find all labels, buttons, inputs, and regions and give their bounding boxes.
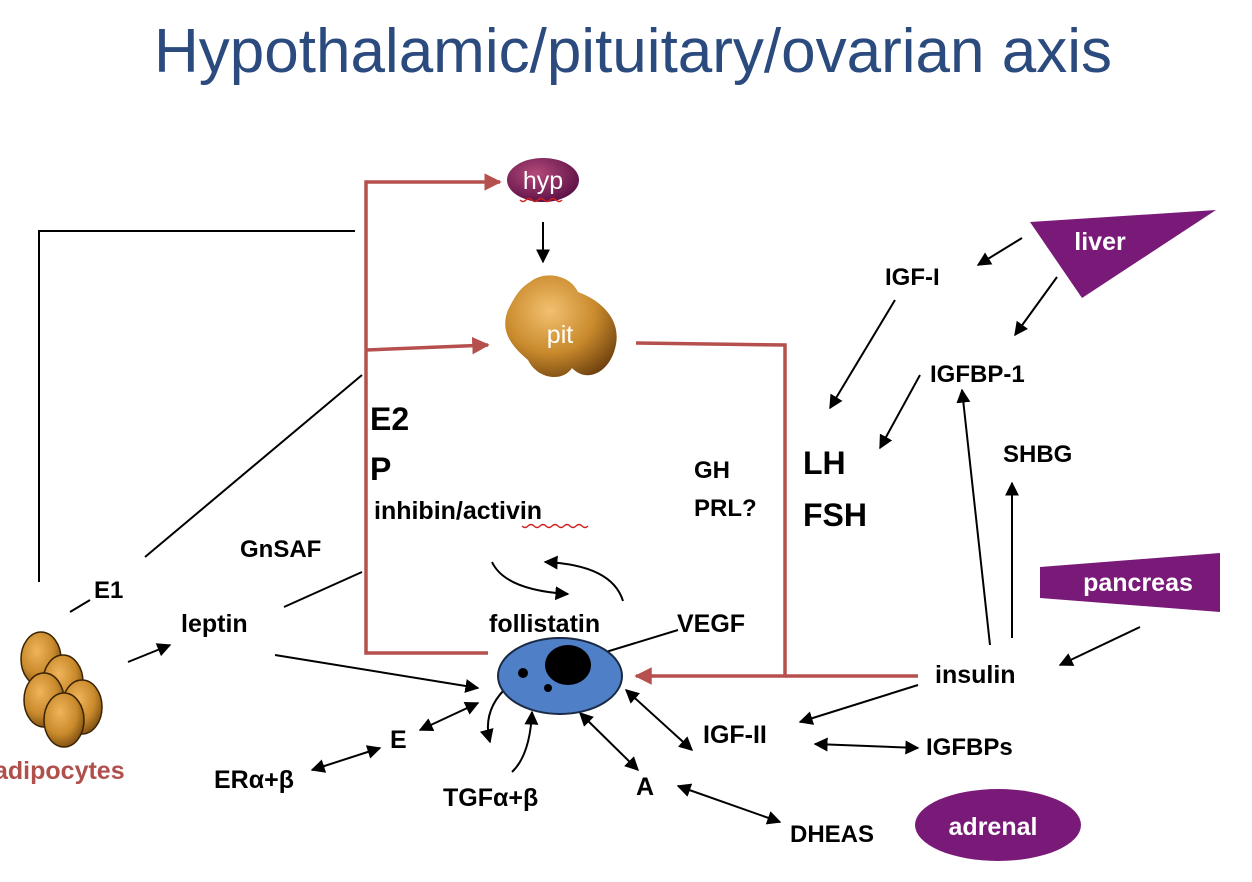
feedback-to-hyp-arrow <box>364 173 502 655</box>
e1-feedback-line <box>144 374 363 558</box>
igf2-igfbps-arrow <box>813 737 920 755</box>
igfbp1-label: IGFBP-1 <box>930 361 1025 388</box>
liver-to-igfbp1-arrow <box>1014 276 1058 337</box>
igfbps-label: IGFBPs <box>926 734 1013 761</box>
adipocyte-feedback-line <box>38 230 355 582</box>
pituitary-label: pit <box>547 321 573 349</box>
spellcheck-underline <box>521 523 589 529</box>
pituitary: pit <box>505 275 617 378</box>
liver-label: liver <box>1074 228 1126 256</box>
pituitary-shape <box>505 275 617 378</box>
adrenal: adrenal <box>915 789 1081 861</box>
igf2-label: IGF-II <box>703 721 767 749</box>
e1-label: E1 <box>94 577 123 604</box>
liver: liver <box>1030 210 1216 298</box>
dheas-label: DHEAS <box>790 821 874 848</box>
follicle-a-arrow <box>579 712 639 771</box>
follistatin-label: follistatin <box>489 610 600 638</box>
shbg-label: SHBG <box>1003 441 1072 468</box>
a-dheas-arrow <box>676 783 782 825</box>
vegf-label: VEGF <box>677 610 745 638</box>
prl-label: PRL? <box>694 495 757 522</box>
feedback-to-pit-arrow <box>365 336 490 355</box>
follicle-granule <box>544 684 552 692</box>
leptin-label: leptin <box>181 610 248 638</box>
follicle <box>497 637 623 715</box>
pancreas-shape <box>1040 553 1220 612</box>
insulin-label: insulin <box>935 661 1016 689</box>
connector-lines <box>38 222 1141 825</box>
hypothalamus: hyp <box>507 158 579 203</box>
adrenal-shape <box>915 789 1081 861</box>
adipocyte-to-leptin-arrow <box>127 643 172 663</box>
follicle-granule <box>518 668 528 678</box>
adrenal-label: adrenal <box>949 813 1038 841</box>
inhibin-activin-label: inhibin/activin <box>374 497 542 525</box>
adipocytes-label: adipocytes <box>0 757 125 785</box>
spellcheck-underline <box>519 197 563 203</box>
fsh-label: FSH <box>803 497 867 533</box>
er-label: ERα+β <box>214 766 294 794</box>
tgf-label: TGFα+β <box>443 784 538 812</box>
follicle-nucleus <box>545 645 591 685</box>
p-label: P <box>370 451 391 487</box>
follicle-igf2-arrow <box>624 689 694 751</box>
a-label: A <box>636 773 654 801</box>
adipocytes: adipocytes <box>0 631 125 785</box>
adipocyte-cell <box>43 692 85 748</box>
insulin-to-igfbp1-arrow <box>956 388 991 646</box>
feedback-arrows <box>364 173 918 685</box>
hypothalamus-shape <box>507 158 579 202</box>
adipocyte-e1-line <box>69 599 91 613</box>
liver-shape <box>1030 210 1216 298</box>
pancreas: pancreas <box>1040 553 1220 612</box>
page-title: Hypothalamic/pituitary/ovarian axis <box>154 17 1112 86</box>
pancreas-to-insulin-arrow <box>1058 626 1141 666</box>
igf1-label: IGF-I <box>885 264 940 291</box>
igfbp1-to-lh-arrow <box>879 374 921 450</box>
e2-label: E2 <box>370 401 409 437</box>
follistatin-to-activin-arrow <box>543 555 624 602</box>
hypothalamus-label: hyp <box>523 167 563 195</box>
lh-label: LH <box>803 445 846 481</box>
liver-to-igf1-arrow <box>976 237 1023 266</box>
leptin-to-follicle-arrow <box>274 654 480 693</box>
activin-to-follistatin-arrow <box>491 561 570 601</box>
pit-to-follicle-arrow <box>634 341 787 685</box>
gh-label: GH <box>694 457 730 484</box>
e-label: E <box>390 726 407 754</box>
insulin-to-igf2-arrow <box>798 684 919 725</box>
leptin-gnsaf-line <box>283 571 363 608</box>
gnsaf-label: GnSAF <box>240 536 321 563</box>
pancreas-label: pancreas <box>1083 569 1193 597</box>
tgf-follicle-arrow <box>511 710 539 773</box>
e-er-arrow <box>310 745 382 773</box>
follicle-e-arrow <box>418 701 480 732</box>
igf1-to-lh-arrow <box>829 299 896 410</box>
